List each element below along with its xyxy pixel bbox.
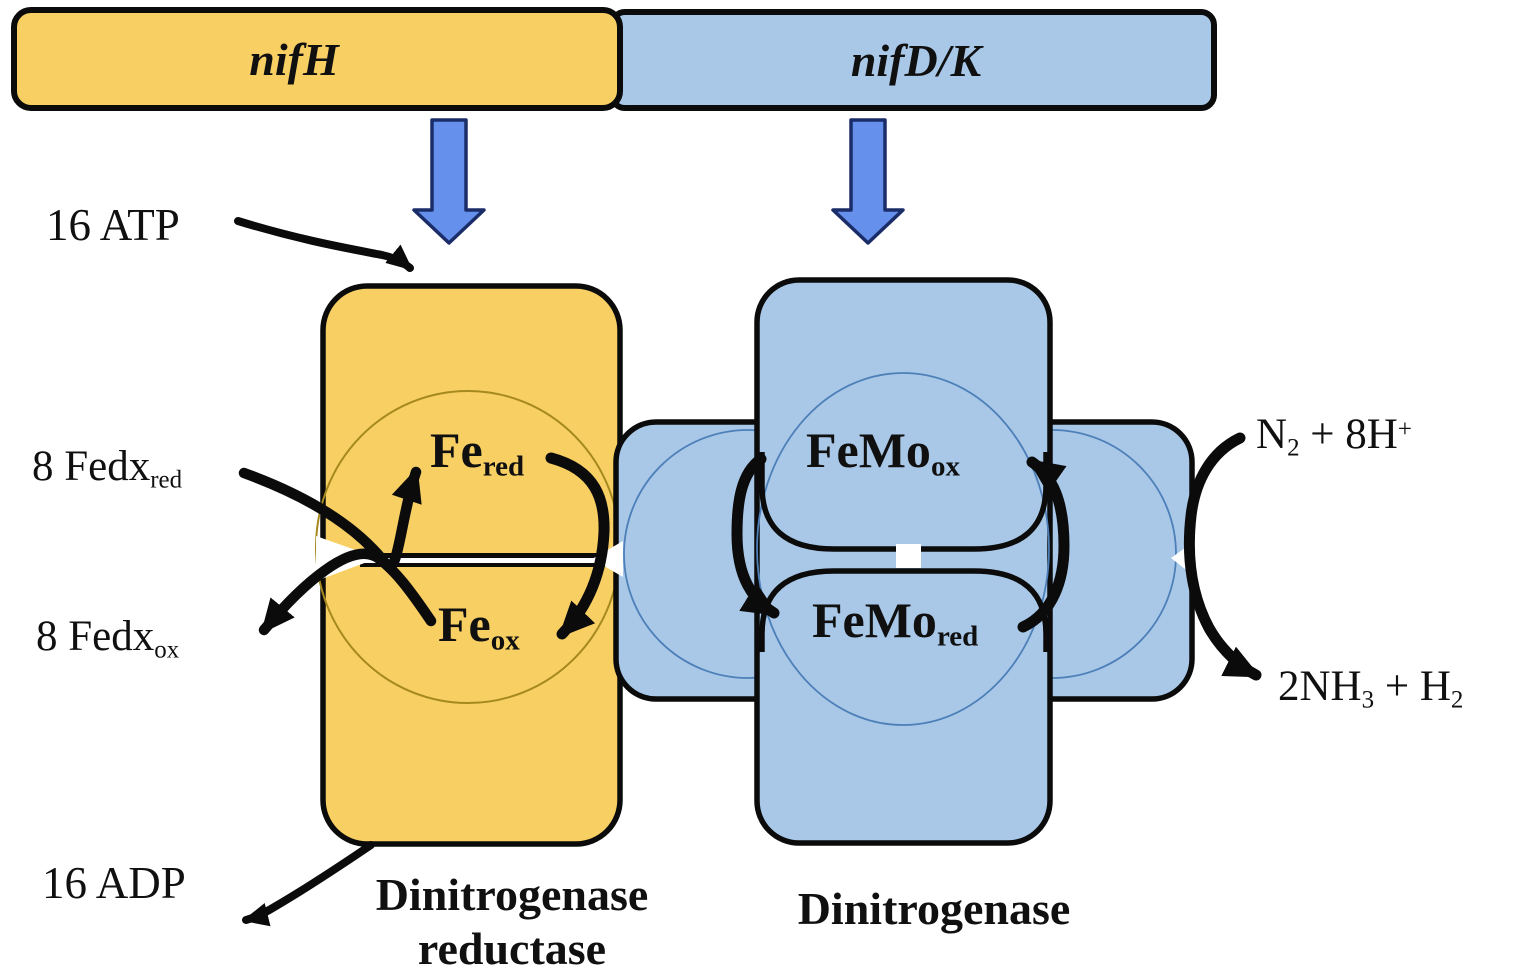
reductase-name-label: Dinitrogenase reductase (312, 868, 712, 969)
fedx-ox-label: 8 Fedxox (36, 614, 179, 664)
substrate-label: N2 + 8H+ (1256, 412, 1412, 462)
nifdk-gene-text: nifD/K (850, 34, 982, 86)
atp-label: 16 ATP (46, 200, 180, 250)
reductase-name-line1: Dinitrogenase (375, 869, 649, 920)
femo-cycle-left-arrow-icon (731, 453, 780, 619)
product-sub1: 3 (1361, 686, 1375, 714)
adp-text: 16 ADP (42, 858, 186, 908)
product-p1: 2NH (1278, 663, 1362, 710)
fedx-ox-sub: ox (154, 636, 180, 664)
nifh-gene-text: nifH (249, 33, 339, 85)
substrate-arrow-icon (1183, 432, 1262, 681)
nifh-expression-arrow-icon (412, 118, 486, 245)
nifh-gene-box (11, 7, 623, 111)
substrate-sub1: 2 (1287, 434, 1300, 462)
femo-red-base: FeMo (812, 592, 937, 648)
product-p2: + H (1374, 663, 1451, 710)
reductase-divider-top (360, 553, 619, 558)
femo-ox-base: FeMo (806, 422, 931, 478)
fe-red-state-label: Fered (430, 424, 524, 482)
fedx-red-sub: red (150, 466, 183, 494)
dinitrogenase-name-label: Dinitrogenase (734, 882, 1134, 936)
reductase-divider-bottom (360, 563, 620, 567)
fedx-ox-base: 8 Fedx (36, 613, 155, 660)
reductase-divider-gap (360, 558, 619, 563)
femo-ox-state-label: FeMoox (806, 424, 960, 482)
fe-ox-sub: ox (490, 624, 520, 657)
atp-text: 16 ATP (46, 200, 180, 250)
fe-red-base: Fe (430, 422, 483, 478)
fe-ox-state-label: Feox (438, 598, 520, 656)
fe-cycle-arrow-icon (545, 452, 610, 640)
femo-cycle-right-arrow-icon (1017, 456, 1070, 633)
fedx-red-label: 8 Fedxred (32, 444, 182, 494)
fe-red-sub: red (482, 450, 525, 483)
junction-pinch-notch (592, 541, 623, 577)
product-label: 2NH3 + H2 (1278, 664, 1463, 714)
femo-red-sub: red (936, 620, 979, 653)
substrate-p1: N (1256, 411, 1288, 458)
reductase-name-line2: reductase (417, 923, 607, 969)
fe-ox-base: Fe (438, 596, 491, 652)
substrate-sup1: + (1397, 415, 1412, 443)
nifdk-gene-label: nifD/K (618, 12, 1214, 108)
dinitrogenase-name-text: Dinitrogenase (797, 883, 1071, 934)
femo-bridge-gap (896, 544, 921, 568)
adp-arrow-icon (242, 841, 375, 927)
product-sub2: 2 (1450, 686, 1464, 714)
adp-label: 16 ADP (42, 858, 186, 908)
fedx-out-arrow-icon (258, 548, 437, 636)
atp-arrow-icon (234, 217, 414, 272)
femo-ox-sub: ox (930, 450, 960, 483)
nifdk-expression-arrow-icon (831, 118, 905, 245)
femo-red-state-label: FeMored (812, 594, 978, 652)
fedx-red-base: 8 Fedx (32, 443, 151, 490)
dinitrogenase-ring-icon (756, 372, 1050, 726)
nifh-gene-label: nifH (14, 10, 574, 108)
substrate-p2: + 8H (1299, 411, 1398, 458)
